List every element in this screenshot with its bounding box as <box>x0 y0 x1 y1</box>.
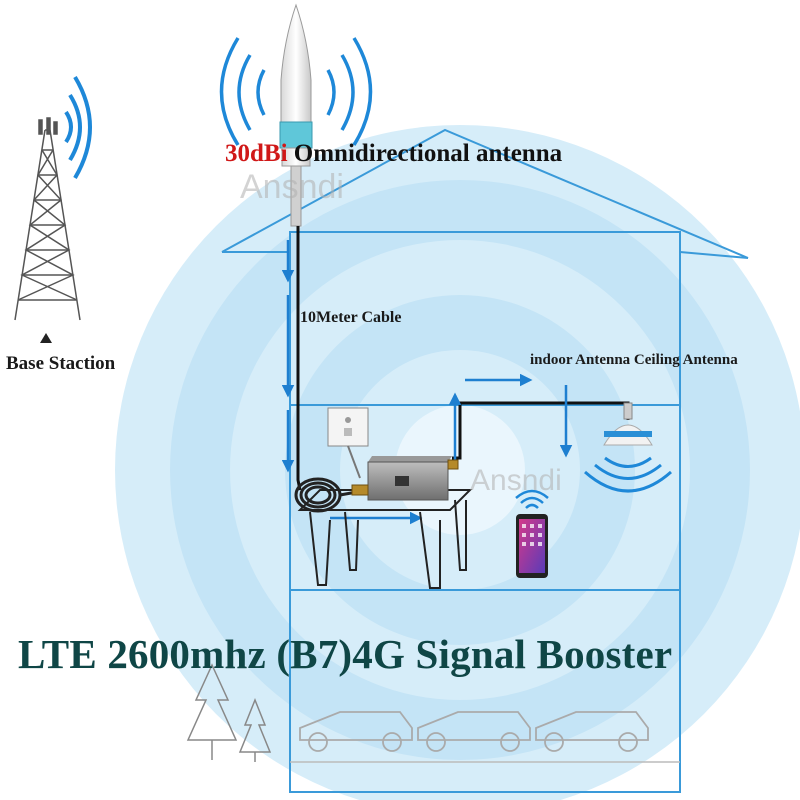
base-station-pointer <box>40 333 52 343</box>
outdoor-antenna-icon <box>279 3 313 227</box>
antenna-gain: 30dBi <box>225 140 288 167</box>
smartphone-icon <box>516 514 548 578</box>
booster-table <box>297 489 473 589</box>
car-icon <box>299 711 413 752</box>
signal-flow-arrows <box>281 240 573 525</box>
indoor-signal-glow <box>115 125 800 800</box>
base-station-label: Base Staction <box>6 353 116 374</box>
signal-booster-icon <box>351 456 459 501</box>
tree-icon <box>186 663 272 762</box>
wifi-icon <box>515 489 549 509</box>
outdoor-antenna-label: 30dBi Omnidirectional antenna <box>225 140 562 168</box>
wall-socket-icon <box>327 407 369 479</box>
ceiling-antenna-icon <box>603 402 653 446</box>
antenna-name: Omnidirectional antenna <box>293 140 563 167</box>
ceiling-antenna-waves <box>584 456 672 493</box>
watermark: Ansndi <box>470 464 562 497</box>
indoor-antenna-label: indoor Antenna Ceiling Antenna <box>530 352 738 368</box>
cable-label: 10Meter Cable <box>300 309 402 326</box>
car-icon <box>535 711 649 752</box>
tower-signal-waves <box>64 75 92 180</box>
antenna-signal-waves <box>219 37 373 146</box>
car-icon <box>417 711 531 752</box>
cell-tower-icon <box>14 117 81 321</box>
watermark: Ansndi <box>240 168 344 206</box>
product-headline: LTE 2600mhz (B7)4G Signal Booster <box>18 631 673 677</box>
